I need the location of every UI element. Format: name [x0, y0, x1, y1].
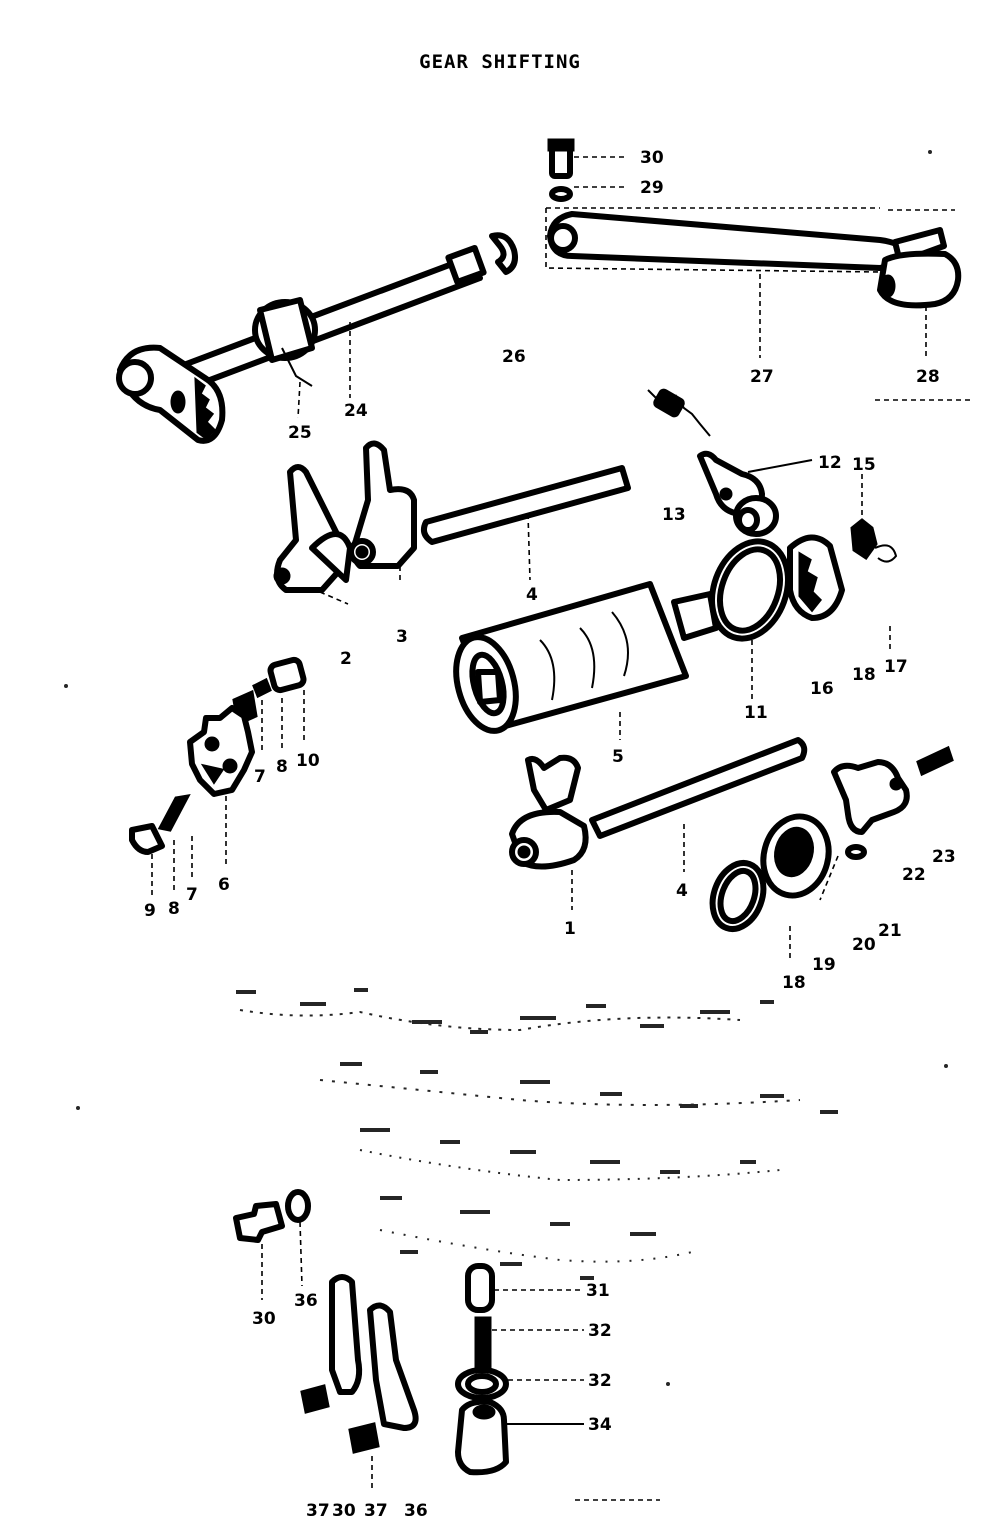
callout-25: 25: [288, 423, 312, 443]
callout-31: 31: [586, 1281, 610, 1301]
callout-8-lower: 8: [168, 899, 180, 919]
callout-7-upper: 7: [254, 767, 266, 787]
callout-labels: 30 29 26 27 28 24 25 12 15 13 4 2 3 16 1…: [144, 148, 956, 1521]
callout-20: 20: [852, 935, 876, 955]
callout-28: 28: [916, 367, 940, 387]
callout-17: 17: [884, 657, 908, 677]
callout-30: 30: [640, 148, 664, 168]
callout-15: 15: [852, 455, 876, 475]
callout-36-bottom: 36: [404, 1501, 428, 1521]
callout-21: 21: [878, 921, 902, 941]
callout-22: 22: [902, 865, 926, 885]
callout-26: 26: [502, 347, 526, 367]
callout-24: 24: [344, 401, 368, 421]
callout-10: 10: [296, 751, 320, 771]
callout-30-bottom: 30: [332, 1501, 356, 1521]
cam-guide-right: [709, 745, 954, 932]
gearshift-shaft-assembly: [116, 232, 518, 444]
shift-fork-lower: [509, 737, 808, 870]
leader-lines: [151, 156, 970, 1501]
callout-3: 3: [396, 627, 408, 647]
cam-stopper-assembly: [647, 388, 898, 563]
diagram-title: GEAR SHIFTING: [419, 51, 581, 73]
callout-16: 16: [810, 679, 834, 699]
callout-11: 11: [744, 703, 768, 723]
callout-4-upper: 4: [526, 585, 538, 605]
callout-12: 12: [818, 453, 842, 473]
callout-19: 19: [812, 955, 836, 975]
shift-forks-upper: [273, 440, 631, 593]
callout-7-lower: 7: [186, 885, 198, 905]
callout-32-upper: 32: [588, 1321, 612, 1341]
callout-27: 27: [750, 367, 774, 387]
callout-37-left: 37: [306, 1501, 330, 1521]
callout-2: 2: [340, 649, 352, 669]
callout-13: 13: [662, 505, 686, 525]
callout-18-lower: 18: [782, 973, 806, 993]
callout-6: 6: [218, 875, 230, 895]
callout-37-right: 37: [364, 1501, 388, 1521]
callout-9: 9: [144, 901, 156, 921]
shift-drum-assembly: [453, 534, 845, 734]
crankcase-background: [64, 150, 948, 1386]
callout-32-lower: 32: [588, 1371, 612, 1391]
shift-pedal-assembly: [545, 138, 962, 309]
callout-36-upper: 36: [294, 1291, 318, 1311]
callout-30-lower-left: 30: [252, 1309, 276, 1329]
callout-18-upper: 18: [852, 665, 876, 685]
callout-1: 1: [564, 919, 576, 939]
callout-34: 34: [588, 1415, 612, 1435]
plunger-assembly-left: [129, 656, 307, 855]
callout-29: 29: [640, 178, 664, 198]
callout-4-lower: 4: [676, 881, 688, 901]
callout-8-upper: 8: [276, 757, 288, 777]
callout-23: 23: [932, 847, 956, 867]
lower-assembly: [233, 1189, 509, 1476]
callout-5: 5: [612, 747, 624, 767]
